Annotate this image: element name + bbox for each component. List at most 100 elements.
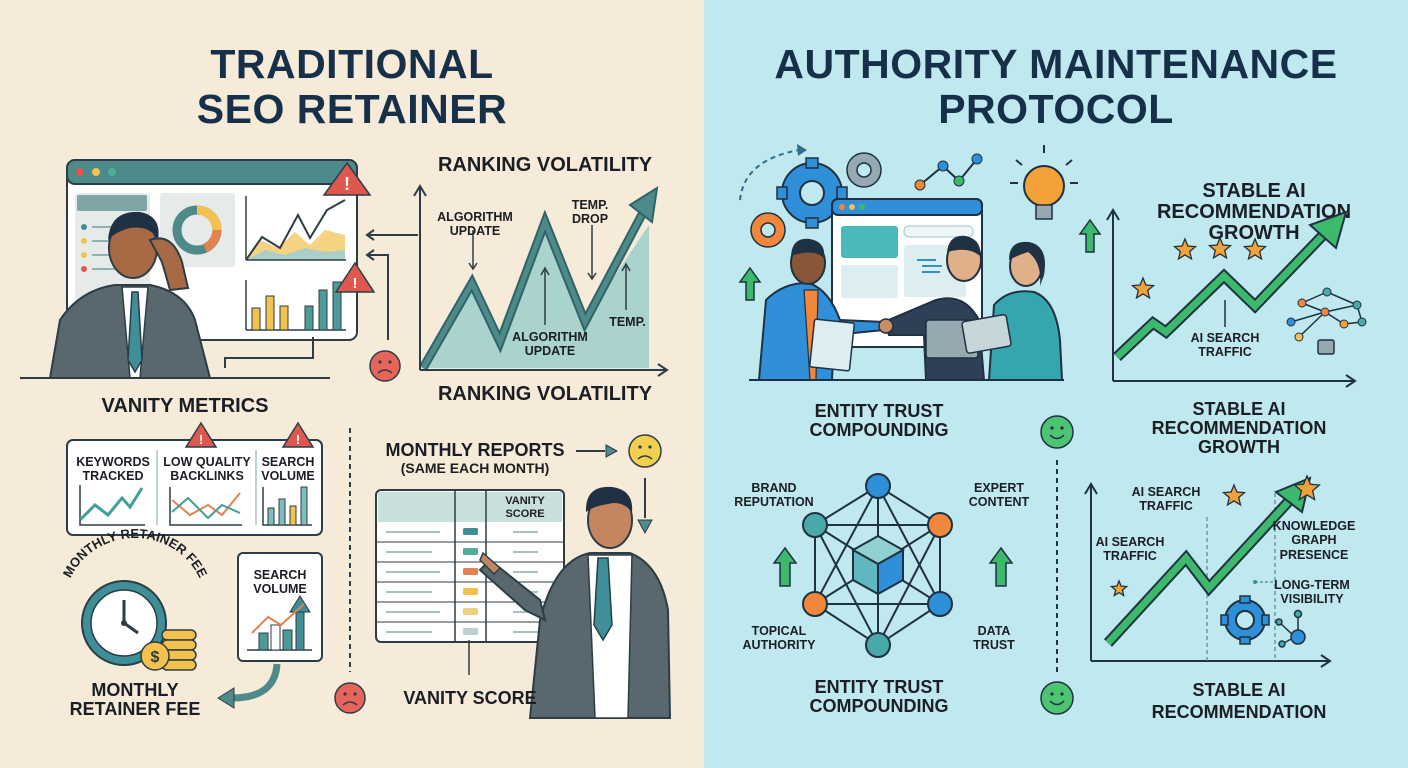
authority-maintenance-panel: AUTHORITY MAINTENANCE PROTOCOL [704,0,1408,768]
star-icon [1172,237,1198,261]
entity-title-bottom-line1: ENTITY TRUST [814,677,944,697]
status-chip [463,608,478,615]
search-volume-line2: VOLUME [253,582,307,597]
lightbulb-icon [1010,145,1078,220]
donut-chart [172,205,222,255]
ai-network-lightbulb-icon [1286,287,1367,355]
label-ai-search-traffic-1: AI SEARCH TRAFFIC [1131,485,1201,514]
window-min-dot [92,168,100,176]
warning-icon: ! [334,261,376,293]
star-icon [1130,276,1156,300]
happy-face-icon [1040,415,1074,449]
graph-node-data-trust [927,591,953,617]
search-volume-line1: SEARCH [253,568,307,582]
graph-node [865,632,891,658]
retainer-fee-line1: MONTHLY [91,680,179,700]
growth-line [1105,498,1292,646]
graph-node [865,473,891,499]
search-volume-card [237,552,323,662]
monthly-reports-subtitle: (SAME EACH MONTH) [400,460,550,476]
retainer-fee-illustration: MONTHLY RETAINER FEE $ [60,526,323,709]
graph-node-topical-authority [802,591,828,617]
dashboard-illustration: ! ! [20,159,418,382]
growth-bottom-line2: RECOMMENDATION [1151,417,1327,438]
metric-label: SEARCH [261,455,315,469]
traditional-seo-panel: TRADITIONAL SEO RETAINER [0,0,704,768]
status-chip [463,548,478,555]
growth-title-line2: RECOMMENDATION [1156,201,1352,223]
backlinks-sparkline [169,487,242,526]
volatility-area [423,216,649,368]
label-knowledge-graph-presence: KNOWLEDGE GRAPH PRESENCE [1272,519,1356,562]
table-header-vanity-score: VANITY SCORE [505,495,545,520]
graph-node-brand-reputation [802,512,828,538]
monthly-reports-illustration [334,428,672,719]
entity-title-line1: ENTITY TRUST [814,401,944,421]
metric-label: VOLUME [261,469,315,484]
left-title: TRADITIONAL SEO RETAINER [0,41,704,133]
warning-icon: ! [184,421,218,448]
sad-face-icon [334,682,366,714]
ranking-volatility-title: RANKING VOLATILITY [437,154,653,176]
monthly-reports-title: MONTHLY REPORTS [385,440,565,460]
rating-stars [1130,236,1268,300]
svg-text:!: ! [344,174,350,194]
vanity-metrics-title: VANITY METRICS [101,395,269,417]
volatility-arrowhead [628,185,659,224]
right-title: AUTHORITY MAINTENANCE PROTOCOL [704,41,1408,132]
ranking-volatility-chart [413,184,669,377]
metric-label: BACKLINKS [170,469,244,484]
arrow-right [576,444,619,458]
arrow-down [637,519,653,535]
up-arrow-icon [738,266,762,301]
growth-line [1114,229,1329,360]
warning-icon: ! [322,161,372,196]
metric-label: LOW QUALITY [163,455,251,469]
coin-stack-icon: $ [140,629,197,671]
curved-arrow [231,663,281,702]
node-label-brand-reputation: BRAND REPUTATION [734,481,814,510]
collaboration-illustration [738,144,1102,381]
network-trend-icon [914,153,983,191]
growth-chart-top [1106,208,1367,388]
table-row [386,528,538,535]
entity-trust-title-bottom: ENTITY TRUST COMPOUNDING [764,678,994,716]
stressed-man-illustration [48,211,212,379]
clock-icon [81,580,167,666]
search-volume-card-label: SEARCH VOLUME [238,568,322,597]
gear-icon [776,157,848,229]
star-icon [1207,236,1233,260]
star-icon [1109,579,1129,597]
entity-trust-title-top: ENTITY TRUST COMPOUNDING [764,402,994,440]
svg-text:$: $ [151,649,160,666]
presenter-man-illustration [478,486,672,719]
stable-ai-recommendation-footer: STABLE AI RECOMMENDATION [1151,680,1327,722]
happy-face-icon [1040,681,1074,715]
growth-arrowhead [1308,210,1348,250]
search-volume-bars [262,486,312,526]
vanity-score-callout: VANITY SCORE [403,688,537,708]
keywords-sparkline [78,485,145,526]
node-label-topical-authority: TOPICAL AUTHORITY [742,624,816,653]
gear-icon [750,212,786,248]
node-label-expert-content: EXPERT CONTENT [968,481,1030,510]
right-title-line1: AUTHORITY MAINTENANCE [774,41,1338,87]
growth-bottom-line1: STABLE AI [1192,399,1286,419]
left-title-line2: SEO RETAINER [196,86,508,133]
annotation-arrows [468,225,631,325]
growth-title-line1: STABLE AI [1202,180,1306,202]
growth-title-line3: GROWTH [1208,222,1300,244]
up-arrow-icon [1078,218,1102,253]
retainer-fee-line2: RETAINER FEE [69,698,201,719]
metric-label: KEYWORDS [76,455,150,469]
svg-text:!: ! [353,275,358,292]
annotation-algorithm-update-2: ALGORITHM UPDATE [512,330,588,359]
annotation-temp: TEMP. [609,315,646,329]
table-row [376,621,564,635]
rating-stars [1109,474,1322,597]
network-node-icon [1275,609,1306,648]
graph-node-expert-content [927,512,953,538]
status-chip [463,588,478,595]
cube-icon [850,534,906,596]
annotation-temp-drop: TEMP. DROP [571,198,609,227]
